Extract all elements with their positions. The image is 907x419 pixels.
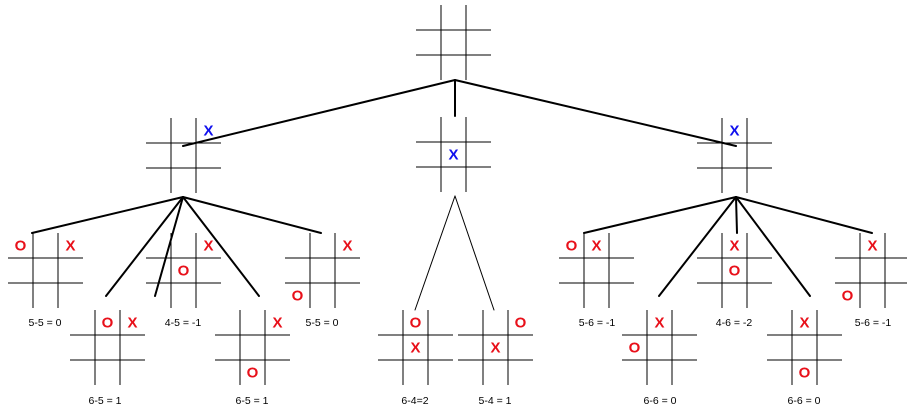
x-mark: X xyxy=(203,238,213,255)
x-mark: X xyxy=(448,147,458,164)
leaf-score-label: 6-4=2 xyxy=(401,395,428,407)
x-mark: X xyxy=(591,238,601,255)
leaf-score-label: 4-6 = -2 xyxy=(716,317,753,329)
x-mark: X xyxy=(127,315,137,332)
x-mark: X xyxy=(342,238,352,255)
o-mark: O xyxy=(178,263,190,280)
leaf-score-label: 5-4 = 1 xyxy=(479,395,512,407)
board-level1-right: X xyxy=(697,118,772,193)
edge-right-to-leaf-4 xyxy=(735,196,811,297)
edge-right-to-leaf-3 xyxy=(735,196,738,234)
board-leaf-6: OX xyxy=(378,310,453,385)
leaf-score-label: 4-5 = -1 xyxy=(165,317,202,329)
edge-middle-to-leaf-2 xyxy=(454,195,495,311)
tree-edges xyxy=(31,79,873,311)
edge-left-to-leaf-4 xyxy=(182,196,260,297)
edge-root-to-left xyxy=(182,79,456,147)
board-leaf-7: OX xyxy=(458,310,533,385)
edge-left-to-leaf-3 xyxy=(154,196,184,297)
edge-left-to-leaf-2 xyxy=(105,196,184,297)
board-leaf-10: XO xyxy=(697,233,772,308)
board-level1-middle: X xyxy=(416,117,491,192)
x-mark: X xyxy=(65,238,75,255)
x-mark: X xyxy=(799,315,809,332)
edge-root-to-right xyxy=(454,79,737,147)
x-mark: X xyxy=(729,123,739,140)
leaf-score-label: 5-5 = 0 xyxy=(306,317,339,329)
edge-right-to-leaf-5 xyxy=(735,196,873,234)
edge-right-to-leaf-1 xyxy=(583,196,737,234)
o-mark: O xyxy=(629,340,641,357)
leaf-score-label: 5-6 = -1 xyxy=(579,317,616,329)
o-mark: O xyxy=(729,263,741,280)
leaf-score-label: 6-6 = 0 xyxy=(644,395,677,407)
o-mark: O xyxy=(15,238,27,255)
edge-left-to-leaf-1 xyxy=(31,196,184,234)
o-mark: O xyxy=(247,365,259,382)
leaf-score-label: 5-5 = 0 xyxy=(29,317,62,329)
leaf-score-label: 6-5 = 1 xyxy=(236,395,269,407)
o-mark: O xyxy=(102,315,114,332)
board-level1-left: X xyxy=(146,118,221,193)
o-mark: O xyxy=(566,238,578,255)
o-mark: O xyxy=(292,288,304,305)
edge-left-to-leaf-5 xyxy=(182,196,322,234)
x-mark: X xyxy=(867,238,877,255)
board-root xyxy=(416,5,491,80)
x-mark: X xyxy=(410,340,420,357)
o-mark: O xyxy=(515,315,527,332)
leaf-score-label: 6-5 = 1 xyxy=(89,395,122,407)
o-mark: O xyxy=(410,315,422,332)
board-leaf-4: XO xyxy=(215,310,290,385)
board-leaf-12: XO xyxy=(835,233,907,308)
x-mark: X xyxy=(272,315,282,332)
o-mark: O xyxy=(799,365,811,382)
o-mark: O xyxy=(842,288,854,305)
edge-middle-to-leaf-1 xyxy=(414,195,456,311)
leaf-score-label: 5-6 = -1 xyxy=(855,317,892,329)
board-leaf-11: XO xyxy=(767,310,842,385)
board-leaf-3: XO xyxy=(146,233,221,308)
edge-right-to-leaf-2 xyxy=(658,196,737,297)
x-mark: X xyxy=(490,340,500,357)
leaf-score-label: 6-6 = 0 xyxy=(788,395,821,407)
board-leaf-9: XO xyxy=(622,310,697,385)
x-mark: X xyxy=(654,315,664,332)
x-mark: X xyxy=(729,238,739,255)
board-leaf-5: XO xyxy=(285,233,360,308)
x-mark: X xyxy=(203,123,213,140)
